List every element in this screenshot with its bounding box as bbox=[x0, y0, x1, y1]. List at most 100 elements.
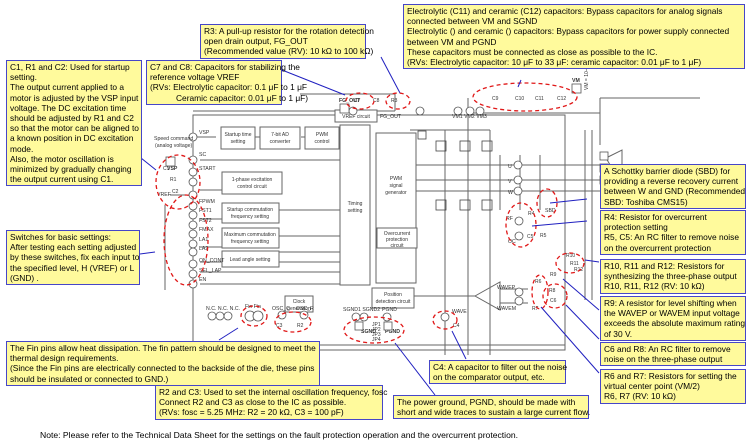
comp-r12: R12 bbox=[574, 267, 583, 273]
pgnd-box bbox=[383, 321, 393, 331]
block-max-comm bbox=[221, 227, 280, 249]
note-line: (RVs: Electrolytic capacitor: 10 μF to 3… bbox=[407, 57, 702, 68]
note-line: synthesizing the three-phase output bbox=[604, 271, 737, 282]
note-fin: The Fin pins allow heat dissipation. The… bbox=[6, 341, 320, 386]
block-1-phase bbox=[221, 171, 283, 195]
comp-c9: C9 bbox=[492, 96, 499, 102]
note-line: providing a reverse recovery current bbox=[604, 176, 739, 187]
note-line: Also, the motor oscillation is bbox=[10, 153, 114, 164]
note-c7-c8: C7 and C8: Capacitors for stabilizing th… bbox=[146, 60, 309, 105]
comp-c5: C5 bbox=[527, 234, 534, 240]
pin-sel-lap: SEL_LAP bbox=[199, 268, 222, 274]
pin-oc: OC bbox=[508, 239, 516, 245]
comp-c8: C8 bbox=[373, 98, 380, 104]
pin-wavem: WAVEM bbox=[497, 306, 516, 312]
comp-c2: C2 bbox=[172, 189, 179, 195]
pin-fin: Fin Fin bbox=[245, 304, 261, 310]
pin-on-cont: ON_CONT bbox=[199, 258, 225, 264]
fg-out-terminal-box bbox=[339, 103, 350, 114]
note-line: R5, C5: An RC filter to remove noise bbox=[604, 232, 739, 243]
note-line: (Recommended value (RV): 10 kΩ to 100 kΩ… bbox=[204, 46, 374, 57]
note-line: protection setting bbox=[604, 222, 668, 233]
note-line: C1, R1 and C2: Used for startup bbox=[10, 62, 130, 72]
note-line: a known position in DC excitation bbox=[10, 133, 134, 144]
note-r6-r7: R6 and R7: Resistors for setting the vir… bbox=[600, 369, 746, 404]
comp-r9: R9 bbox=[550, 272, 557, 278]
note-line: voltage. The DC excitation time bbox=[10, 102, 127, 113]
note-line: Electrolytic (C11) and ceramic (C12) cap… bbox=[407, 6, 723, 16]
block-ad-converter bbox=[259, 126, 301, 150]
pin-fmax: FMAX bbox=[199, 227, 214, 233]
note-line: by these switches, fix each input to bbox=[10, 252, 140, 263]
comp-c3: C3 bbox=[276, 323, 283, 329]
note-line: C7 and C8: Capacitors for stabilizing th… bbox=[150, 62, 300, 72]
note-line: noise on the three-phase output bbox=[604, 354, 723, 365]
note-line: Connect R2 and C3 as close to the IC as … bbox=[159, 397, 347, 408]
pin-wave: WAVE bbox=[452, 309, 467, 315]
note-r4-r5-c5: R4: Resistor for overcurrent protection … bbox=[600, 210, 746, 255]
pin-la1: LA1 bbox=[199, 237, 208, 243]
note-line: between VM and PGND bbox=[407, 36, 497, 47]
pin-en: EN bbox=[199, 277, 206, 283]
note-line: The Fin pins allow heat dissipation. The… bbox=[10, 343, 316, 353]
pin-fpwm: FPWM bbox=[199, 199, 215, 205]
block-lead-angle-label: Lead angle setting bbox=[230, 257, 271, 263]
pin-vsp: VSP bbox=[199, 130, 210, 136]
note-line: on the overcurrent protection bbox=[604, 242, 712, 253]
note-line: the output current using C1. bbox=[10, 174, 114, 185]
pin-sgnd: SGND1 SGND2 bbox=[343, 307, 380, 313]
comp-r5: R5 bbox=[540, 233, 547, 239]
note-r10-r11-r12: R10, R11 and R12: Resistors for synthesi… bbox=[600, 259, 746, 294]
note-line: should be insulated or connected to GND.… bbox=[10, 373, 169, 384]
note-line: SBD: Toshiba CMS15) bbox=[604, 196, 688, 207]
note-line: so that the motor can be aligned to bbox=[10, 123, 139, 134]
pin-osc-c: OSC_C bbox=[272, 306, 290, 312]
label-sbd: SBD bbox=[545, 208, 556, 214]
block-pwm-control bbox=[304, 126, 340, 150]
pin-wavep: WAVEP bbox=[497, 285, 516, 291]
comp-r11: R11 bbox=[570, 261, 579, 267]
note-line: Electrolytic () and ceramic () capacitor… bbox=[407, 26, 730, 37]
comp-r2: R2 bbox=[297, 323, 304, 329]
block-startup-time bbox=[220, 126, 256, 150]
vsp-terminal-box bbox=[165, 156, 176, 167]
comp-r7: R7 bbox=[532, 306, 539, 312]
note-line: R4: Resistor for overcurrent bbox=[604, 212, 707, 222]
pin-w: W bbox=[508, 190, 513, 196]
label-vm-terminal: VM bbox=[572, 78, 580, 84]
label-pgnd: PGND bbox=[385, 329, 400, 335]
note-line: C4: A capacitor to filter out the noise bbox=[433, 362, 568, 372]
note-c6-r8: C6 and R8: An RC filter to remove noise … bbox=[600, 342, 746, 367]
comp-c12: C12 bbox=[557, 96, 566, 102]
note-line: (RVs: fosc = 5.25 MHz: R2 = 20 kΩ, C3 = … bbox=[159, 407, 344, 418]
label-speed-command: Speed command bbox=[154, 136, 193, 142]
pin-vm1: VM1 VM2 VM3 bbox=[452, 114, 487, 120]
note-line: Ceramic capacitor: 0.01 μF to 1 μF) bbox=[176, 92, 309, 103]
note-line: C6 and R8: An RC filter to remove bbox=[604, 344, 731, 354]
block-vref-label: VREF circuit bbox=[342, 114, 370, 120]
note-line: R3: A pull-up resistor for the rotation … bbox=[204, 26, 374, 36]
note-line: (RVs: Electrolytic capacitor: 0.1 μF to … bbox=[150, 82, 308, 93]
block-pwm-signal bbox=[375, 132, 417, 284]
note-line: R10, R11, R12 (RV: 10 kΩ) bbox=[604, 281, 705, 292]
note-line: (GND) . bbox=[10, 272, 39, 283]
comp-c1: C1 bbox=[163, 166, 170, 172]
pin-sc: SC bbox=[199, 152, 206, 158]
note-line: short and wide traces to sustain a large… bbox=[397, 407, 591, 418]
note-line: of 30 V. bbox=[604, 328, 633, 339]
note-line: motor is adjusted by the VSP input bbox=[10, 92, 139, 103]
note-line: setting. bbox=[10, 72, 38, 83]
note-r3: R3: A pull-up resistor for the rotation … bbox=[200, 24, 374, 59]
vm-terminal-box bbox=[571, 83, 582, 94]
sgnd-box bbox=[354, 321, 364, 331]
pin-u: U bbox=[508, 164, 512, 170]
comp-r1: R1 bbox=[170, 177, 177, 183]
note-line: the WAVEP or WAVEM input voltage bbox=[604, 308, 740, 319]
